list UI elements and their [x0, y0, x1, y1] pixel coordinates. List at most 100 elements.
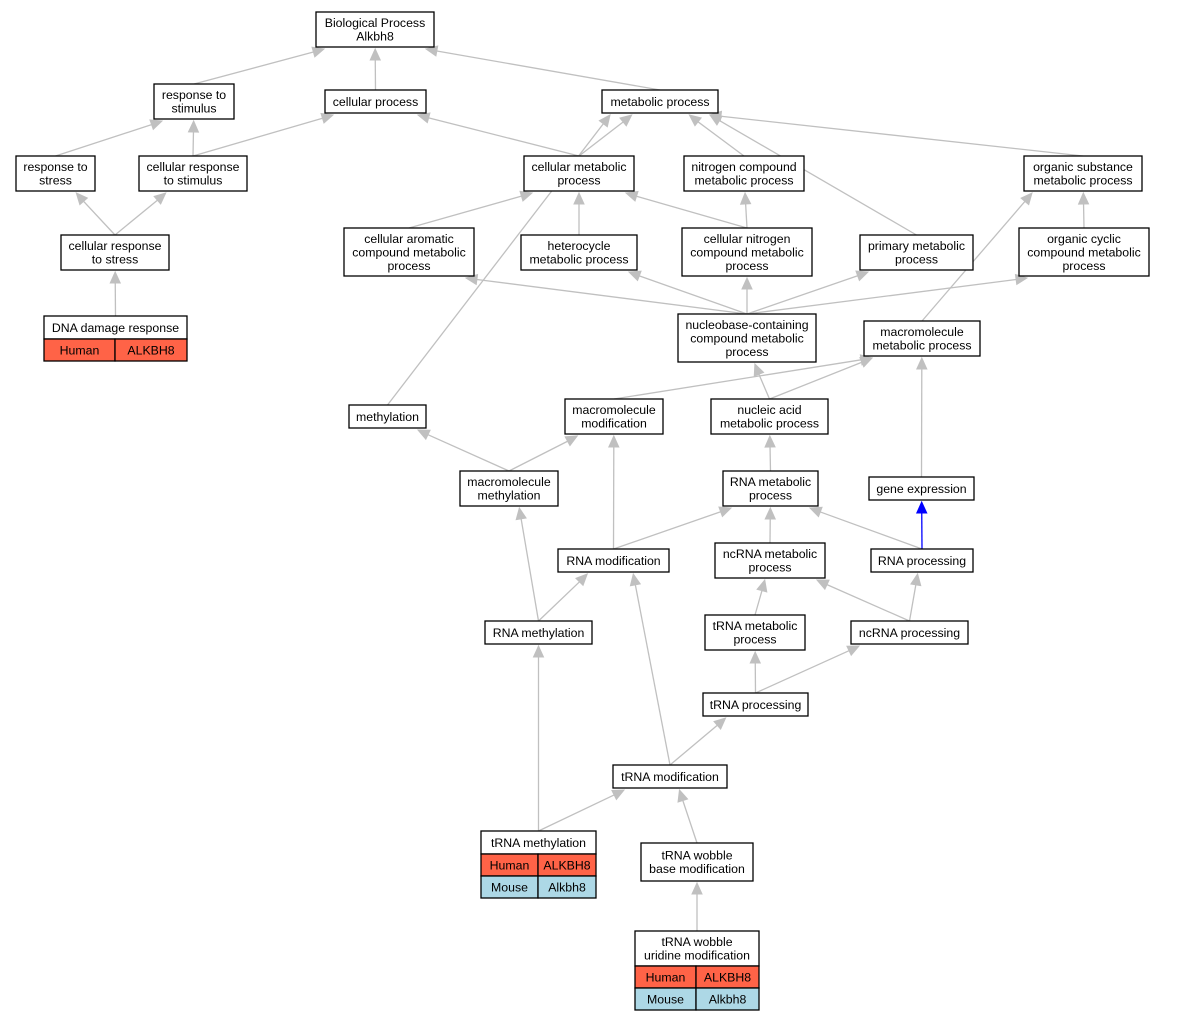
arrowhead-cell_arom-to-cell_met — [519, 190, 534, 202]
arrowhead-cell_resp_stress-to-cell_resp_stim — [153, 192, 167, 205]
node-rna-proc[interactable]: RNA processing — [870, 548, 974, 573]
node-box — [704, 614, 806, 651]
arrowhead-dna_damage-to-cell_resp_stress — [109, 270, 122, 284]
arrowhead-trna_wobble-to-trna_mod — [677, 788, 689, 803]
arrowhead-methylation-to-met_proc — [598, 114, 611, 128]
node-gene-expr[interactable]: gene expression — [868, 476, 975, 501]
node-label: uridine modification — [644, 949, 750, 963]
node-label: RNA processing — [878, 554, 966, 568]
node-dna-damage[interactable]: DNA damage response — [43, 315, 188, 340]
node-box — [863, 320, 981, 357]
gene-label: Alkbh8 — [709, 993, 747, 1007]
node-trna-mod[interactable]: tRNA modification — [612, 764, 728, 789]
edge-rna_mod-to-rna_met — [613, 511, 721, 550]
edge-org_sub-to-met_proc — [720, 115, 1084, 157]
node-label: response to — [23, 160, 87, 174]
edge-cell_nitro-to-nitro_met — [744, 203, 748, 229]
node-label: nitrogen compound — [691, 160, 796, 174]
edge-trna_mod-to-rna_mod — [634, 584, 671, 766]
node-label: modification — [581, 417, 647, 431]
node-cell-proc[interactable]: cellular process — [324, 89, 427, 114]
node-box — [523, 155, 635, 192]
node-label: process — [749, 489, 792, 503]
arrowhead-nitro_met-to-met_proc — [688, 114, 703, 127]
node-label: to stimulus — [164, 174, 223, 188]
node-trna-proc[interactable]: tRNA processing — [702, 692, 809, 717]
edge-nitro_met-to-met_proc — [697, 121, 745, 157]
node-box — [710, 398, 829, 435]
node-box — [850, 620, 969, 645]
arrowhead-rna_mod-to-rna_met — [718, 506, 733, 518]
arrowhead-cell_met-to-cell_proc — [416, 112, 431, 124]
arrowhead-trna_methyl-to-rna_methyl — [532, 644, 545, 658]
species-label: Human — [60, 344, 100, 358]
node-label: primary metabolic — [868, 239, 965, 253]
edge-trna_wobble-to-trna_mod — [682, 800, 698, 844]
node-label: stimulus — [171, 102, 216, 116]
edge-trna_mod-to-trna_proc — [669, 724, 718, 766]
node-box — [564, 398, 664, 435]
arrowhead-macro_methyl-to-macro_mod — [564, 435, 579, 447]
edge-nucleobase-to-org_cyc — [746, 278, 1017, 315]
node-label: stress — [39, 174, 72, 188]
node-label: compound metabolic — [690, 331, 803, 345]
node-label: gene expression — [876, 482, 966, 496]
node-label: RNA methylation — [493, 626, 585, 640]
arrowhead-cell_resp_stim-to-cell_proc — [320, 112, 335, 124]
node-box — [324, 89, 427, 114]
node-label: process — [725, 345, 768, 359]
node-label: base modification — [649, 862, 745, 876]
arrowhead-rna_methyl-to-rna_mod — [575, 573, 589, 587]
node-label: heterocycle — [548, 239, 611, 253]
node-trna-methyl[interactable]: tRNA methylation — [480, 830, 597, 855]
node-label: methylation — [478, 489, 541, 503]
node-ncrna-proc[interactable]: ncRNA processing — [850, 620, 969, 645]
node-met-proc[interactable]: metabolic process — [601, 89, 719, 114]
node-label: tRNA methylation — [491, 836, 586, 850]
gene-label: ALKBH8 — [704, 971, 751, 985]
edge-macro_mod-to-macro_met — [613, 359, 862, 400]
node-rna-mod[interactable]: RNA modification — [557, 548, 670, 573]
node-label: DNA damage response — [52, 321, 179, 335]
arrowhead-resp_stress-to-resp_stim — [149, 119, 164, 131]
node-label: organic cyclic — [1047, 232, 1121, 246]
arrowhead-gene_expr-to-macro_met — [916, 356, 928, 370]
arrowhead-trna_proc-to-trna_met — [749, 650, 762, 664]
node-label: compound metabolic — [1027, 245, 1140, 259]
node-rna-methyl[interactable]: RNA methylation — [484, 620, 593, 645]
edge-macro_methyl-to-methylation — [427, 434, 510, 472]
edge-nucleic-to-nucleobase — [758, 373, 771, 400]
node-box — [484, 620, 593, 645]
arrowhead-prim_met-to-met_proc — [708, 114, 723, 126]
node-methylation[interactable]: methylation — [348, 404, 427, 429]
arrowhead-rna_methyl-to-macro_methyl — [515, 506, 527, 521]
node-label: compound metabolic — [690, 245, 803, 259]
species-label: Mouse — [491, 881, 528, 895]
node-label: metabolic process — [1033, 174, 1132, 188]
node-label: process — [1062, 259, 1105, 273]
